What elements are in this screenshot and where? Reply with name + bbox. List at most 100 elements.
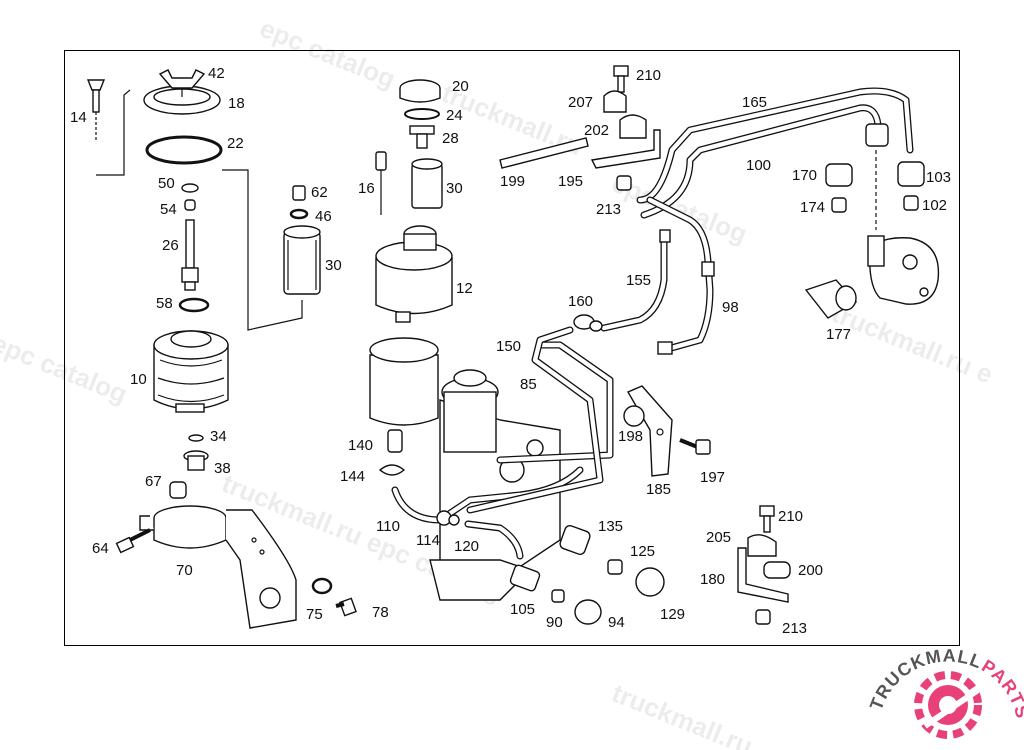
part-70-clamp bbox=[139, 505, 297, 629]
callout-210-lower: 210 bbox=[778, 508, 803, 525]
part-78-bolt bbox=[335, 597, 357, 617]
callout-18: 18 bbox=[228, 95, 245, 112]
callout-129: 129 bbox=[660, 606, 685, 623]
callout-105: 105 bbox=[510, 601, 535, 618]
part-12-reservoir bbox=[375, 225, 453, 323]
part-18-cover bbox=[143, 69, 221, 115]
part-26-center-bolt bbox=[181, 219, 199, 291]
part-67-nut bbox=[169, 481, 187, 499]
callout-213-top: 213 bbox=[596, 201, 621, 218]
callout-210-top: 210 bbox=[636, 67, 661, 84]
callout-64: 64 bbox=[92, 540, 109, 557]
part-170-nut bbox=[825, 163, 853, 187]
callout-100: 100 bbox=[746, 157, 771, 174]
callout-180: 180 bbox=[700, 571, 725, 588]
callout-98: 98 bbox=[722, 299, 739, 316]
part-197-bolt bbox=[679, 438, 711, 455]
callout-205: 205 bbox=[706, 529, 731, 546]
callout-197: 197 bbox=[700, 469, 725, 486]
part-28-valve bbox=[409, 125, 435, 149]
callout-110: 110 bbox=[376, 518, 400, 535]
callout-150: 150 bbox=[496, 338, 521, 355]
callout-85: 85 bbox=[520, 376, 537, 393]
callout-62: 62 bbox=[311, 184, 328, 201]
part-16-dipstick bbox=[375, 151, 387, 215]
watermark-top: epc catalog bbox=[256, 13, 400, 94]
callout-207: 207 bbox=[568, 94, 593, 111]
part-30-filter-element-left bbox=[283, 225, 321, 295]
callout-10: 10 bbox=[130, 371, 147, 388]
part-174-seal bbox=[831, 197, 847, 213]
power-steering-pump-assembly bbox=[369, 337, 561, 601]
part-213-nut-top bbox=[616, 175, 632, 191]
part-22-o-ring bbox=[145, 135, 223, 165]
diagram-frame bbox=[64, 50, 960, 646]
truckmallparts-logo: TRUCKMALL PARTS bbox=[866, 645, 1024, 739]
part-90-seal bbox=[551, 589, 565, 603]
callout-14: 14 bbox=[70, 109, 87, 126]
part-46-seal bbox=[289, 208, 309, 220]
pipe-fitting-lower bbox=[657, 341, 673, 355]
callout-67: 67 bbox=[145, 473, 162, 490]
part-210-bolt-top bbox=[613, 65, 629, 93]
callout-12: 12 bbox=[456, 280, 473, 297]
part-210-bolt-lower bbox=[759, 505, 775, 533]
part-213-nut-lower bbox=[755, 609, 771, 625]
callout-185: 185 bbox=[646, 481, 671, 498]
callout-42: 42 bbox=[208, 65, 225, 82]
callout-54: 54 bbox=[160, 201, 177, 218]
callout-174: 174 bbox=[800, 199, 825, 216]
part-75-washer bbox=[311, 577, 333, 595]
pipe-fitting-right bbox=[701, 261, 715, 277]
callout-90: 90 bbox=[546, 614, 563, 631]
callout-155: 155 bbox=[626, 272, 651, 289]
callout-94: 94 bbox=[608, 614, 625, 631]
callout-46: 46 bbox=[315, 208, 332, 225]
part-58-seal bbox=[178, 297, 210, 313]
part-135-fitting bbox=[559, 524, 591, 556]
part-14-bleed-screw bbox=[86, 79, 131, 176]
callout-102: 102 bbox=[922, 197, 947, 214]
callout-50: 50 bbox=[158, 175, 175, 192]
part-144-clip bbox=[378, 464, 406, 476]
callout-58: 58 bbox=[156, 295, 173, 312]
callout-213-lower: 213 bbox=[782, 620, 807, 637]
part-202-clip bbox=[619, 114, 647, 139]
part-207-clip bbox=[603, 90, 627, 113]
part-140-sleeve bbox=[387, 429, 403, 453]
part-105-fitting bbox=[509, 564, 541, 592]
part-24-gasket bbox=[404, 108, 440, 120]
callout-177: 177 bbox=[826, 326, 851, 343]
part-94-nut bbox=[574, 599, 602, 625]
callout-70: 70 bbox=[176, 562, 193, 579]
part-20-cap bbox=[399, 79, 441, 103]
callout-38: 38 bbox=[214, 460, 231, 477]
callout-200: 200 bbox=[798, 562, 823, 579]
part-177-valve bbox=[804, 279, 858, 319]
callout-24: 24 bbox=[446, 107, 463, 124]
part-38-fitting bbox=[183, 450, 209, 471]
callout-140: 140 bbox=[348, 437, 373, 454]
callout-103: 103 bbox=[926, 169, 951, 186]
callout-135: 135 bbox=[598, 518, 623, 535]
callout-114: 114 bbox=[416, 532, 440, 549]
callout-26: 26 bbox=[162, 237, 179, 254]
pipe-165-nut bbox=[865, 123, 889, 147]
part-200-clamp bbox=[763, 561, 791, 579]
callout-30-left: 30 bbox=[325, 257, 342, 274]
part-34-washer bbox=[188, 434, 204, 442]
callout-75: 75 bbox=[306, 606, 323, 623]
part-50-washer bbox=[181, 183, 199, 193]
callout-34: 34 bbox=[210, 428, 227, 445]
part-125-seal bbox=[607, 559, 623, 575]
callout-170: 170 bbox=[792, 167, 817, 184]
callout-16: 16 bbox=[358, 180, 375, 197]
part-10-filter-housing bbox=[153, 330, 229, 413]
callout-78: 78 bbox=[372, 604, 389, 621]
callout-20: 20 bbox=[452, 78, 469, 95]
part-180-bracket bbox=[737, 547, 789, 603]
callout-125: 125 bbox=[630, 543, 655, 560]
callout-202: 202 bbox=[584, 122, 609, 139]
part-64-bolt bbox=[115, 528, 151, 554]
